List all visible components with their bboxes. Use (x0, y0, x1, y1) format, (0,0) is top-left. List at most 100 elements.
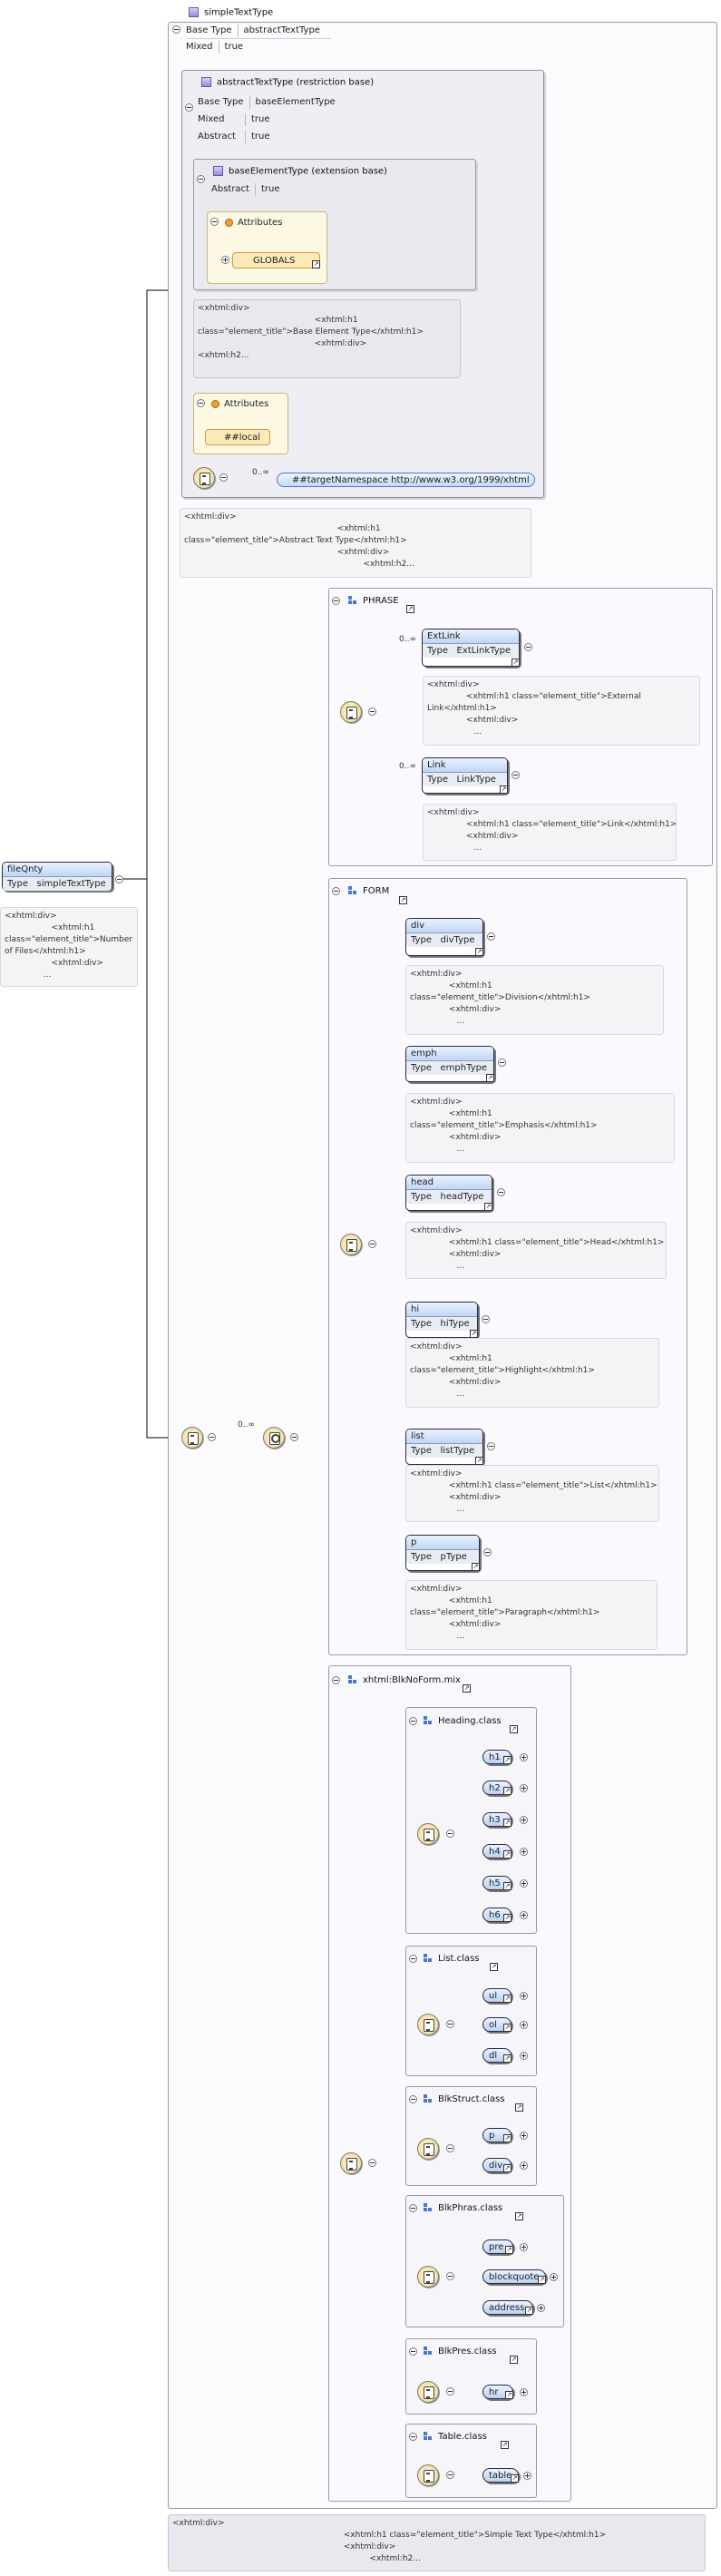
element-h2[interactable]: h2↗ (482, 1781, 512, 1795)
element-div[interactable]: div Type divType ↗ (405, 918, 483, 956)
expand-icon[interactable] (520, 1848, 528, 1856)
element-p[interactable]: p Type pType ↗ (405, 1535, 480, 1571)
link-icon[interactable]: ↗ (503, 1756, 512, 1764)
link-icon[interactable]: ↗ (472, 1563, 480, 1571)
element-ol[interactable]: ol↗ (482, 2017, 512, 2032)
link-icon[interactable]: ↗ (503, 2134, 512, 2142)
expand-icon[interactable] (520, 1911, 528, 1919)
collapse-icon[interactable] (498, 1059, 506, 1067)
link-icon[interactable]: ↗ (503, 2054, 512, 2063)
element-blockquote[interactable]: blockquote↗ (482, 2269, 546, 2284)
element-fileqnty[interactable]: fileQnty Type simpleTextType (2, 862, 112, 891)
collapse-icon[interactable] (446, 1830, 454, 1838)
element-div-xhtml[interactable]: div↗ (482, 2158, 512, 2172)
expand-icon[interactable] (537, 2304, 545, 2312)
link-icon[interactable]: ↗ (510, 2356, 518, 2364)
element-head[interactable]: head Type headType ↗ (405, 1175, 492, 1211)
element-address[interactable]: address↗ (482, 2300, 533, 2315)
element-h3[interactable]: h3↗ (482, 1812, 512, 1827)
link-icon[interactable]: ↗ (503, 1882, 512, 1890)
link-icon[interactable]: ↗ (503, 1850, 512, 1859)
collapse-icon[interactable] (409, 2095, 417, 2103)
element-ul[interactable]: ul↗ (482, 1988, 512, 2003)
link-icon[interactable]: ↗ (503, 2024, 512, 2032)
link-icon[interactable]: ↗ (490, 1963, 498, 1971)
choice-icon[interactable] (340, 701, 362, 723)
collapse-icon[interactable] (368, 707, 376, 716)
collapse-icon[interactable] (409, 2433, 417, 2441)
expand-icon[interactable] (520, 1816, 528, 1824)
link-icon[interactable]: ↗ (503, 1819, 512, 1827)
link-icon[interactable]: ↗ (512, 659, 520, 667)
element-p-xhtml[interactable]: p↗ (482, 2128, 512, 2142)
expand-icon[interactable] (520, 1753, 528, 1761)
element-h1[interactable]: h1↗ (482, 1750, 512, 1764)
collapse-icon[interactable] (487, 932, 495, 941)
link-icon[interactable]: ↗ (463, 1684, 471, 1693)
element-hr[interactable]: hr↗ (482, 2385, 513, 2399)
element-emph[interactable]: emph Type emphType ↗ (405, 1046, 494, 1082)
link-icon[interactable]: ↗ (500, 785, 508, 794)
expand-icon[interactable] (523, 2472, 531, 2480)
collapse-icon[interactable] (446, 2144, 454, 2152)
collapse-icon[interactable] (185, 103, 193, 112)
collapse-icon[interactable] (332, 887, 340, 895)
choice-icon[interactable] (340, 2152, 362, 2174)
element-h6[interactable]: h6↗ (482, 1908, 512, 1922)
collapse-icon[interactable] (210, 218, 219, 226)
sequence-icon[interactable] (193, 467, 215, 489)
link-icon[interactable]: ↗ (312, 260, 320, 268)
element-list[interactable]: list Type listType ↗ (405, 1429, 483, 1465)
collapse-icon[interactable] (409, 2204, 417, 2212)
collapse-icon[interactable] (446, 2387, 454, 2395)
collapse-icon[interactable] (409, 2347, 417, 2356)
link-icon[interactable]: ↗ (475, 1457, 483, 1465)
collapse-icon[interactable] (290, 1433, 298, 1441)
choice-icon[interactable] (417, 1823, 439, 1845)
link-icon[interactable]: ↗ (503, 1995, 512, 2003)
expand-icon[interactable] (520, 1879, 528, 1888)
collapse-icon[interactable] (332, 1676, 340, 1684)
choice-icon[interactable] (417, 2014, 439, 2035)
link-icon[interactable]: ↗ (475, 948, 483, 956)
collapse-icon[interactable] (446, 2020, 454, 2028)
expand-icon[interactable] (520, 1784, 528, 1792)
element-pre[interactable]: pre↗ (482, 2239, 513, 2254)
link-icon[interactable]: ↗ (515, 2212, 523, 2220)
expand-icon[interactable] (221, 256, 229, 264)
expand-icon[interactable] (520, 2052, 528, 2060)
collapse-icon[interactable] (483, 1548, 492, 1556)
expand-icon[interactable] (520, 1992, 528, 2000)
collapse-icon[interactable] (219, 473, 228, 482)
collapse-icon[interactable] (197, 175, 205, 183)
link-icon[interactable]: ↗ (501, 2441, 509, 2449)
element-table[interactable]: table↗ (482, 2468, 519, 2483)
collapse-icon[interactable] (497, 1188, 505, 1196)
element-link[interactable]: Link Type LinkType ↗ (422, 757, 508, 794)
choice-icon[interactable] (417, 2138, 439, 2160)
link-icon[interactable]: ↗ (510, 1725, 518, 1733)
link-icon[interactable]: ↗ (399, 896, 407, 904)
collapse-icon[interactable] (482, 1315, 490, 1323)
globals-attribute-group[interactable]: GLOBALS↗ (232, 252, 320, 268)
element-extlink[interactable]: ExtLink Type ExtLinkType ↗ (422, 629, 520, 667)
link-icon[interactable]: ↗ (511, 2474, 519, 2483)
local-attribute-chip[interactable]: ##local (205, 429, 270, 445)
link-icon[interactable]: ↗ (515, 2103, 523, 2112)
link-icon[interactable]: ↗ (503, 2164, 512, 2172)
expand-icon[interactable] (520, 2161, 528, 2170)
expand-icon[interactable] (520, 2132, 528, 2140)
collapse-icon[interactable] (368, 1240, 376, 1248)
sequence-icon[interactable] (181, 1427, 203, 1449)
expand-icon[interactable] (520, 2021, 528, 2029)
expand-icon[interactable] (550, 2273, 558, 2281)
collapse-icon[interactable] (524, 643, 532, 651)
choice-icon[interactable] (263, 1427, 285, 1449)
expand-icon[interactable] (520, 2243, 528, 2251)
choice-icon[interactable] (417, 2464, 439, 2486)
collapse-icon[interactable] (368, 2159, 376, 2167)
collapse-icon[interactable] (332, 597, 340, 605)
collapse-icon[interactable] (197, 399, 205, 407)
link-icon[interactable]: ↗ (484, 1203, 492, 1211)
link-icon[interactable]: ↗ (470, 1330, 478, 1338)
